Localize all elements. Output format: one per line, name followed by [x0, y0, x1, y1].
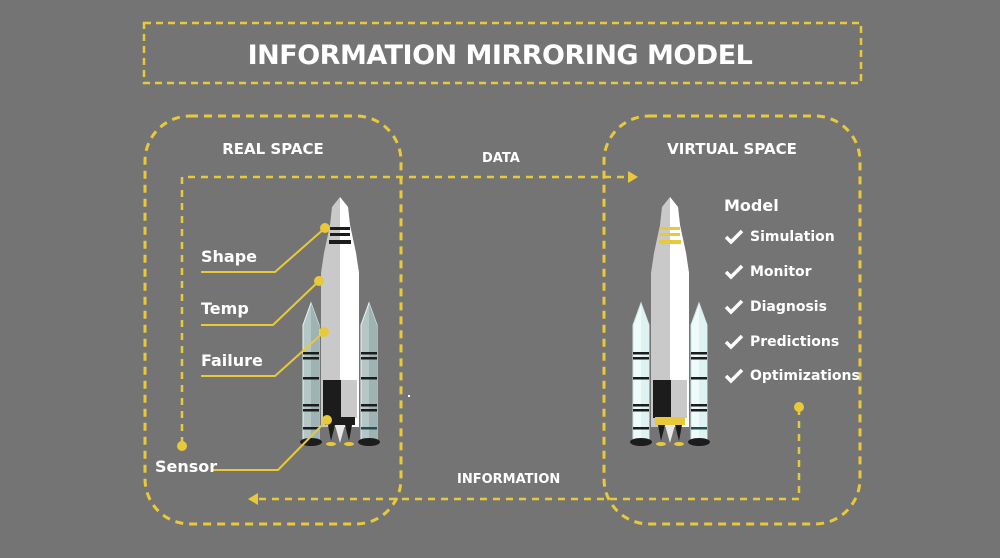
label-sensor: Sensor [155, 457, 218, 476]
rocket-icon-virtual [630, 197, 710, 446]
information-flow-label: INFORMATION [457, 472, 561, 487]
virtual-space-frame [602, 114, 862, 526]
page-title: INFORMATION MIRRORING MODEL [247, 40, 753, 71]
rocket-icon-real [300, 197, 380, 446]
data-flow-arrow [180, 175, 628, 444]
model-item-label: Predictions [750, 334, 840, 350]
arrow-right-icon [628, 171, 638, 183]
check-icon [724, 264, 744, 280]
information-flow-arrow [258, 408, 801, 501]
model-item-label: Simulation [750, 229, 835, 245]
title-frame [142, 21, 863, 85]
model-item-optimizations: Optimizations [724, 368, 860, 384]
model-item-predictions: Predictions [724, 334, 839, 350]
model-item-label: Optimizations [750, 368, 860, 384]
label-failure: Failure [201, 351, 263, 370]
check-icon [724, 368, 744, 384]
model-item-simulation: Simulation [724, 229, 835, 245]
arrow-left-icon [248, 493, 258, 505]
data-flow-label: DATA [482, 151, 520, 166]
check-icon [724, 334, 744, 350]
model-item-diagnosis: Diagnosis [724, 299, 827, 315]
model-item-monitor: Monitor [724, 264, 812, 280]
check-icon [724, 299, 744, 315]
model-item-label: Monitor [750, 264, 812, 280]
real-space-frame [143, 114, 403, 526]
virtual-space-heading: VIRTUAL SPACE [667, 140, 797, 158]
model-heading: Model [724, 196, 779, 215]
model-item-label: Diagnosis [750, 299, 827, 315]
label-shape: Shape [201, 247, 258, 266]
label-temp: Temp [201, 299, 249, 318]
check-icon [724, 229, 744, 245]
real-space-heading: REAL SPACE [222, 140, 324, 158]
